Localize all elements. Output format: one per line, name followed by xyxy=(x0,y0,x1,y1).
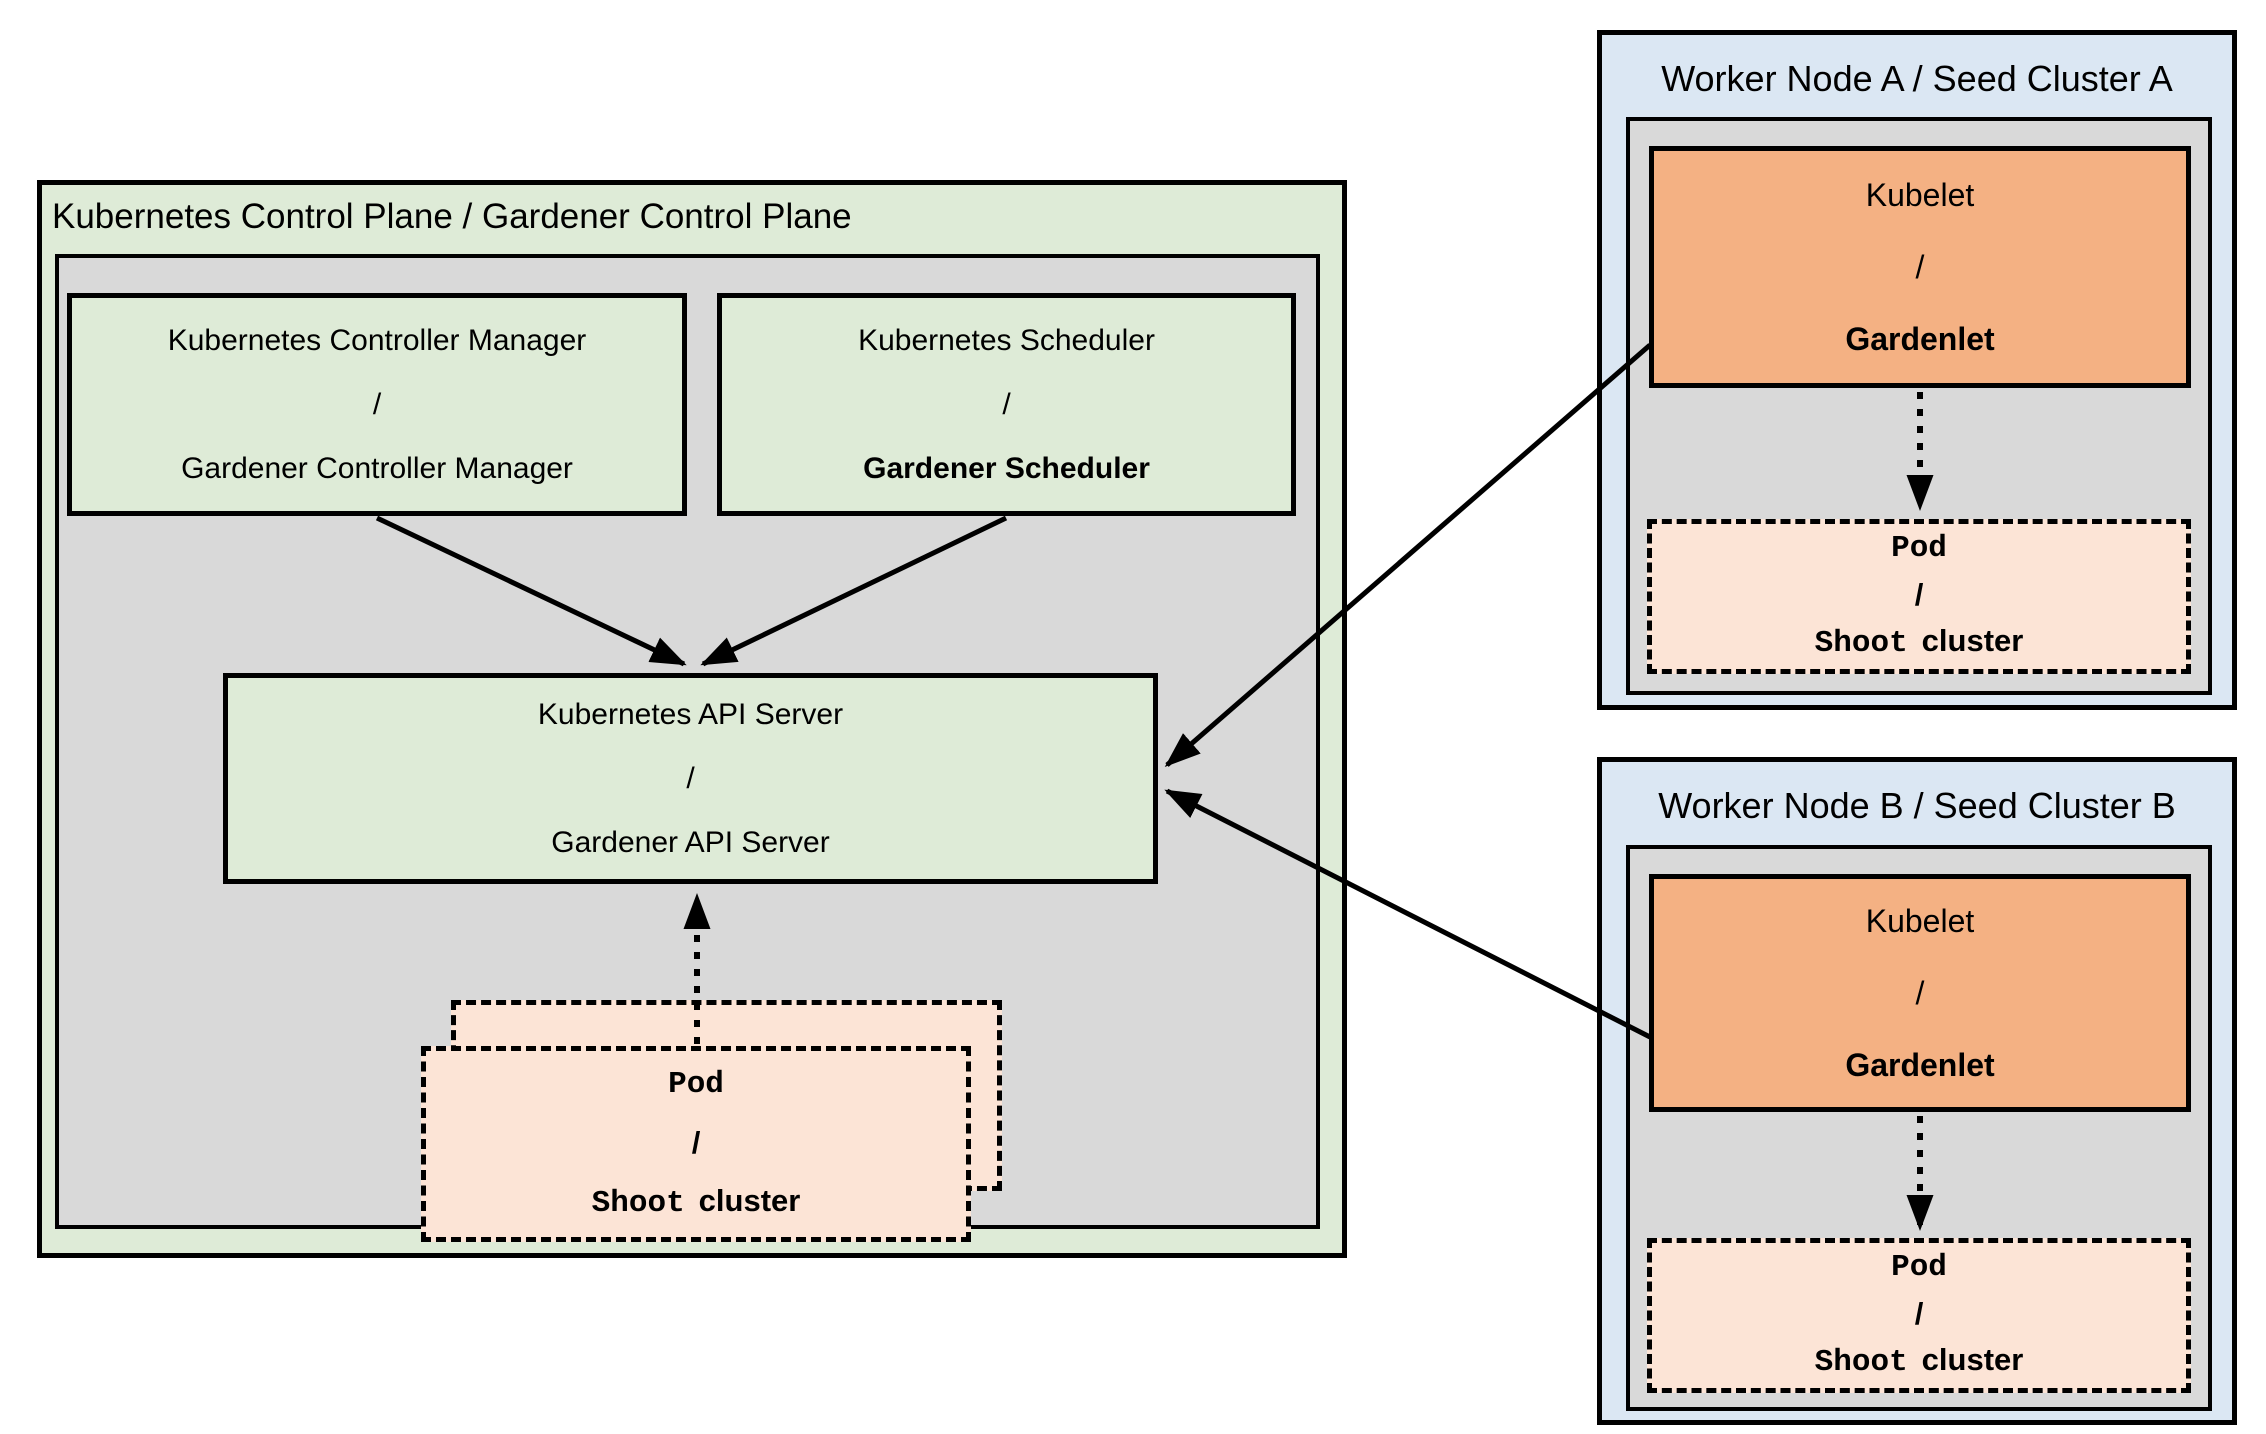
worker-node-b-kubelet-separator: / xyxy=(1915,975,1925,1011)
worker-node-b-pod-separator: / xyxy=(1914,1296,1924,1331)
control-plane-pod-line2-shoot: Shoot xyxy=(591,1185,685,1221)
control-plane-pod-separator: / xyxy=(691,1124,701,1160)
worker-node-a-pod-line2: Shoot cluster xyxy=(1815,618,2024,667)
controller-manager-separator: / xyxy=(372,387,382,421)
worker-node-b-pod-line2-shoot: Shoot xyxy=(1814,1345,1908,1380)
control-plane-pod-box: Pod / Shoot cluster xyxy=(421,1046,971,1242)
worker-node-a-pod-line2-shoot: Shoot xyxy=(1814,626,1908,661)
worker-node-a-kubelet-separator: / xyxy=(1915,249,1925,285)
worker-node-a-pod-line1: Pod xyxy=(1891,531,1947,566)
api-server-line2: Gardener API Server xyxy=(551,825,830,859)
controller-manager-line1: Kubernetes Controller Manager xyxy=(167,323,587,357)
control-plane-pod-line1: Pod xyxy=(668,1066,724,1102)
worker-node-a-kubelet-line1: Kubelet xyxy=(1865,177,1975,213)
worker-node-a-title: Worker Node A / Seed Cluster A xyxy=(1661,58,2173,99)
worker-node-a-pod-line2-cluster: cluster xyxy=(1921,623,2024,658)
worker-node-b-pod-line2-cluster: cluster xyxy=(1921,1342,2024,1377)
worker-node-a-kubelet-box: Kubelet / Gardenlet xyxy=(1649,146,2191,388)
scheduler-separator: / xyxy=(1002,387,1011,421)
worker-node-a-pod-separator: / xyxy=(1914,577,1924,612)
worker-node-a-kubelet-line2: Gardenlet xyxy=(1845,321,1995,357)
api-server-separator: / xyxy=(686,761,695,795)
scheduler-line2: Gardener Scheduler xyxy=(863,451,1150,485)
worker-node-b-kubelet-line1: Kubelet xyxy=(1865,903,1975,939)
api-server-box: Kubernetes API Server / Gardener API Ser… xyxy=(223,673,1158,884)
worker-node-b-kubelet-line2: Gardenlet xyxy=(1845,1047,1995,1083)
worker-node-b-pod-line1: Pod xyxy=(1891,1250,1947,1285)
controller-manager-box: Kubernetes Controller Manager / Gardener… xyxy=(67,293,687,516)
controller-manager-line2: Gardener Controller Manager xyxy=(181,451,573,485)
worker-node-b-pod-box: Pod / Shoot cluster xyxy=(1647,1238,2191,1393)
worker-node-a-pod-box: Pod / Shoot cluster xyxy=(1647,519,2191,674)
control-plane-title: Kubernetes Control Plane / Gardener Cont… xyxy=(52,197,852,236)
control-plane-pod-line2-cluster: cluster xyxy=(698,1182,801,1218)
worker-node-b-pod-line2: Shoot cluster xyxy=(1815,1337,2024,1386)
scheduler-line1: Kubernetes Scheduler xyxy=(858,323,1155,357)
scheduler-box: Kubernetes Scheduler / Gardener Schedule… xyxy=(717,293,1296,516)
control-plane-pod-line2: Shoot cluster xyxy=(592,1172,801,1233)
worker-node-b-kubelet-box: Kubelet / Gardenlet xyxy=(1649,874,2191,1112)
worker-node-b-title: Worker Node B / Seed Cluster B xyxy=(1658,785,2176,826)
api-server-line1: Kubernetes API Server xyxy=(537,697,844,731)
